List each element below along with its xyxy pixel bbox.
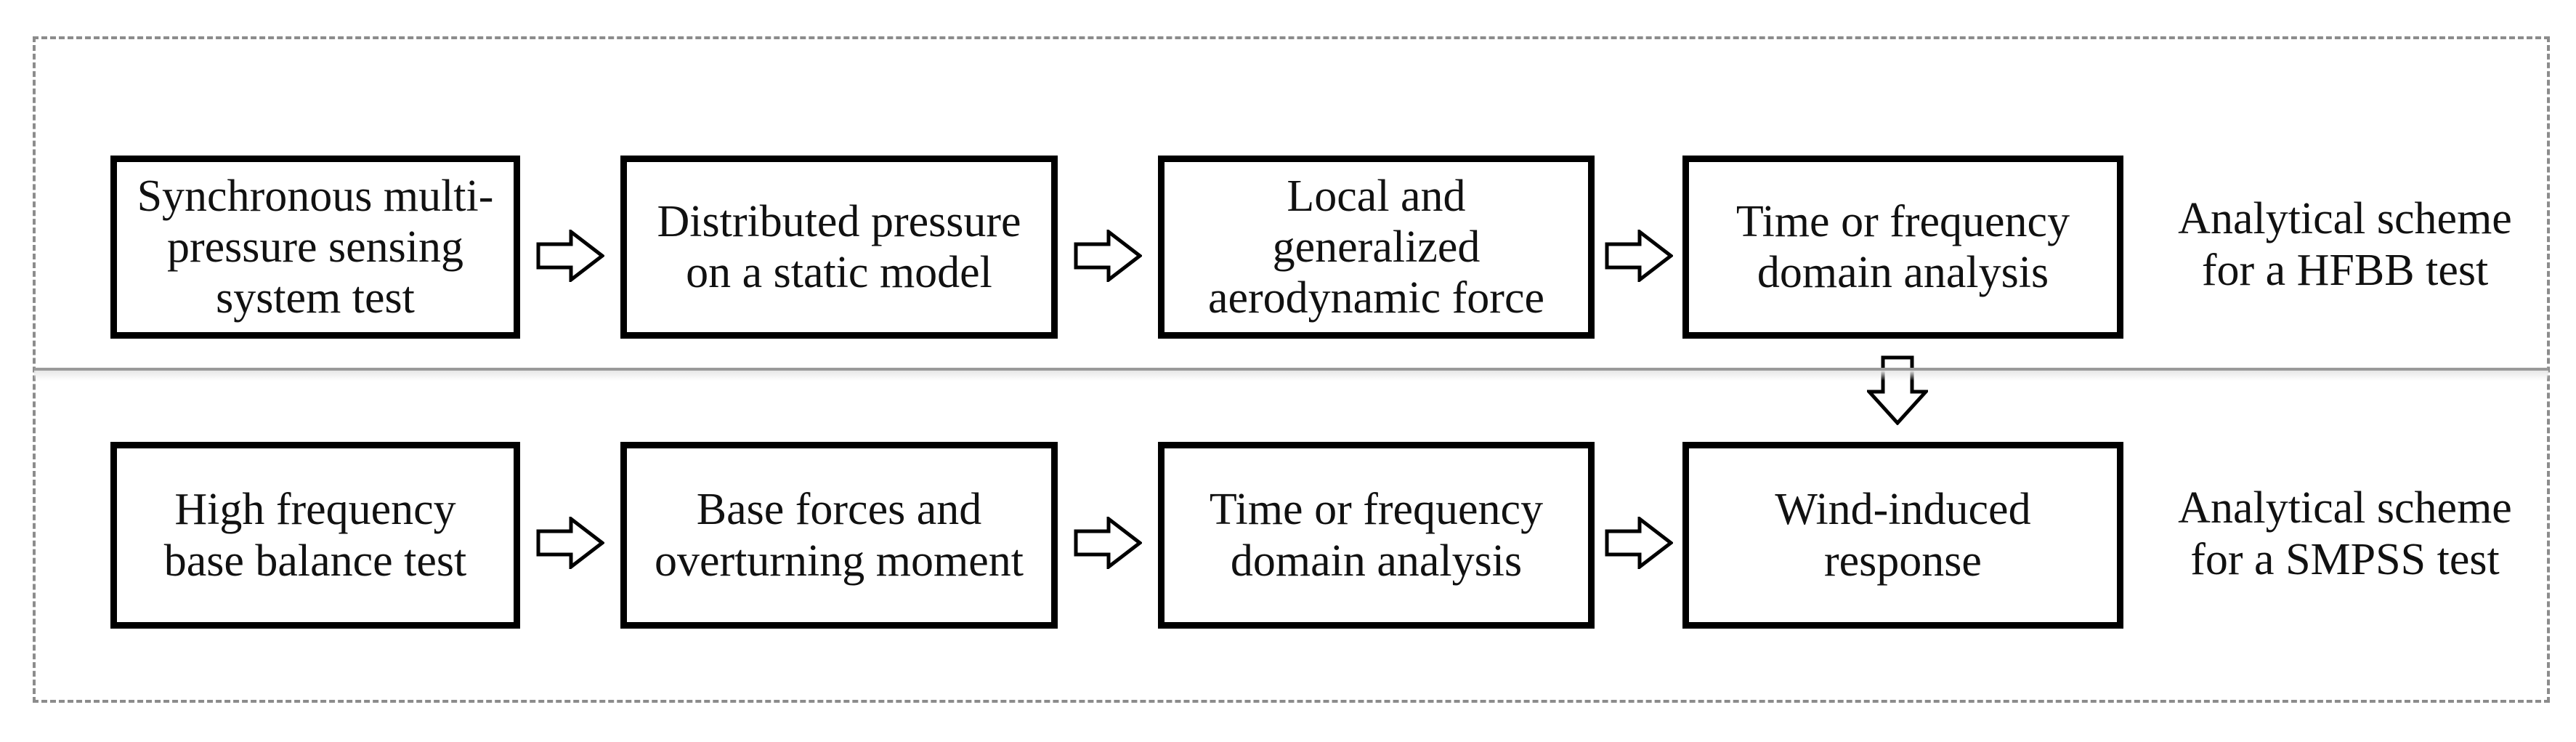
flow-box-time-frequency-analysis-bottom: Time or frequency domain analysis (1158, 442, 1595, 629)
flow-box-time-frequency-analysis-top: Time or frequency domain analysis (1682, 156, 2123, 339)
flow-box-pressure-sensing-test: Synchronous multi- pressure sensing syst… (110, 156, 520, 339)
row-label-smpss: Analytical scheme for a SMPSS test (2178, 483, 2512, 584)
right-arrow-icon-r1-3 (1605, 230, 1673, 282)
right-arrow-icon-r2-1 (536, 517, 604, 569)
flow-box-high-frequency-balance-test: High frequency base balance test (110, 442, 520, 629)
right-arrow-icon-r1-1 (536, 230, 604, 282)
flow-box-wind-induced-response: Wind-induced response (1682, 442, 2123, 629)
right-arrow-icon-r1-2 (1074, 230, 1142, 282)
row-divider (34, 368, 2548, 381)
right-arrow-icon-r2-2 (1074, 517, 1142, 569)
down-arrow-icon (1867, 355, 1928, 425)
right-arrow-icon-r2-3 (1605, 517, 1673, 569)
flow-box-aerodynamic-force: Local and generalized aerodynamic force (1158, 156, 1595, 339)
flow-box-distributed-pressure: Distributed pressure on a static model (620, 156, 1058, 339)
flow-box-base-forces-moment: Base forces and overturning moment (620, 442, 1058, 629)
row-label-hfbb: Analytical scheme for a HFBB test (2178, 193, 2512, 295)
